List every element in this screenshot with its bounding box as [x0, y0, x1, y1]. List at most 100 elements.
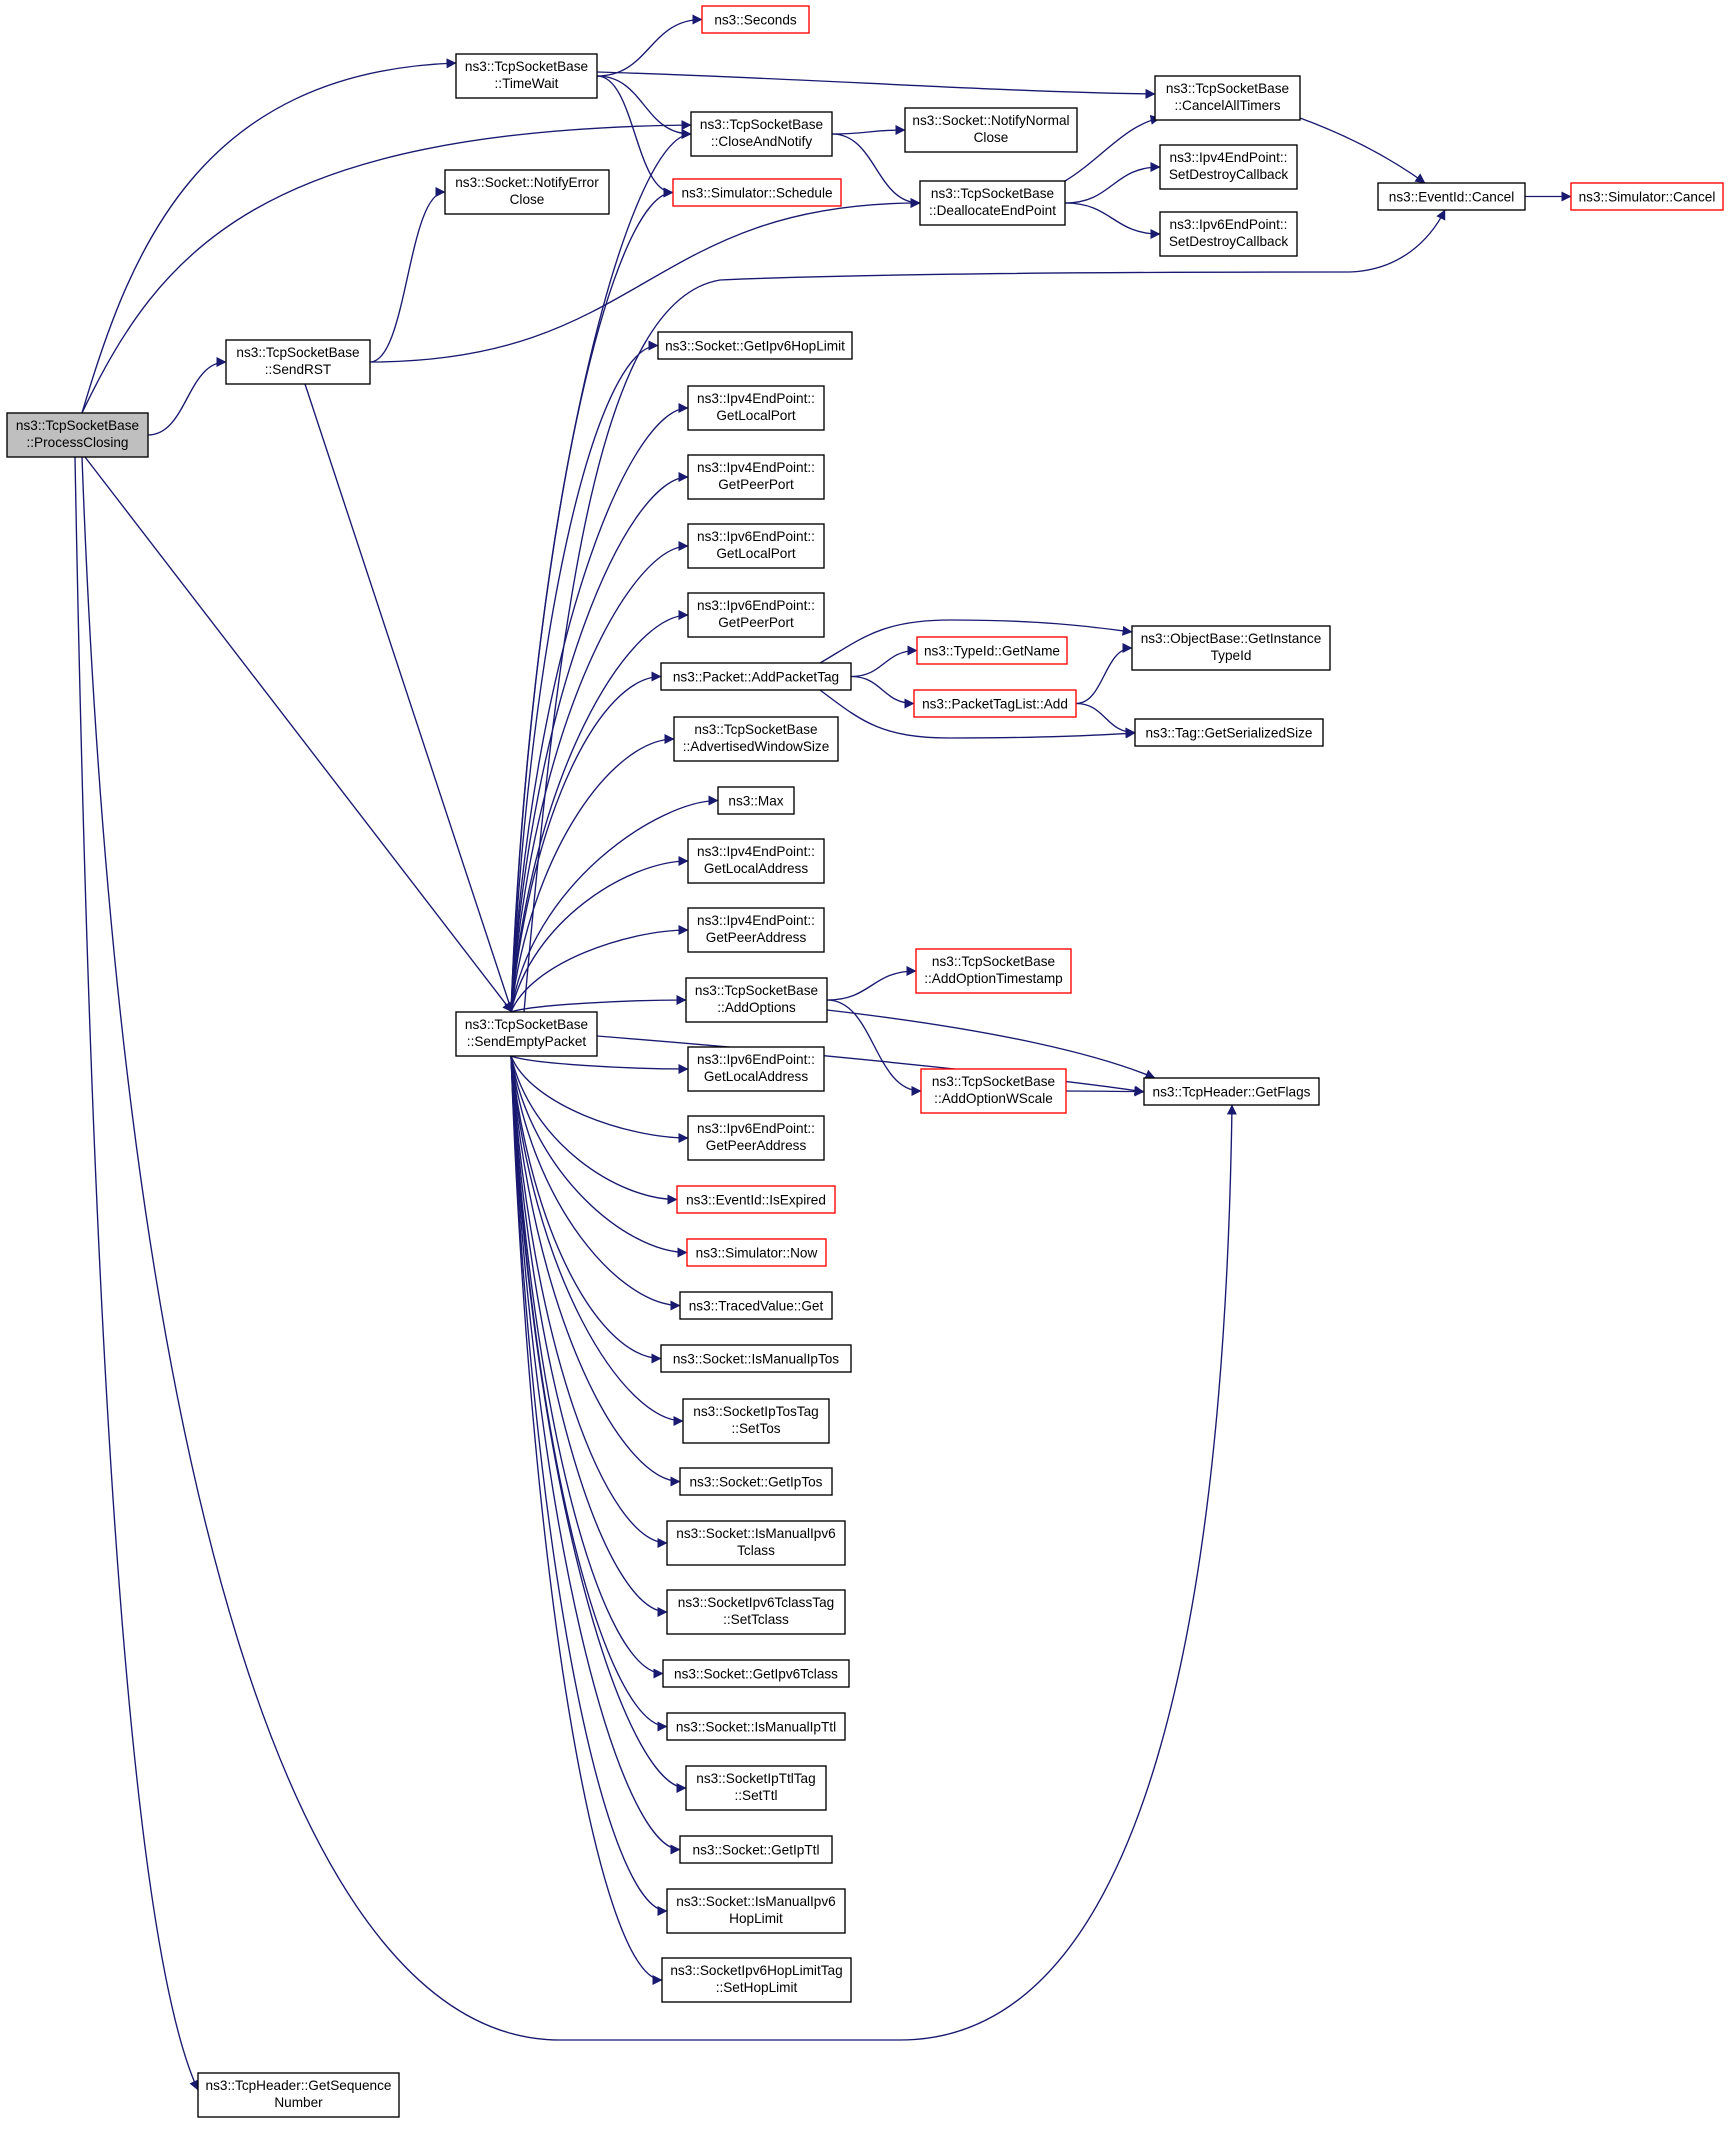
node-ipv4-get-local-port[interactable]: ns3::Ipv4EndPoint::GetLocalPort — [687, 385, 825, 431]
node-label-line: ::SendRST — [265, 362, 332, 377]
node-label-line: ns3::Socket::IsManualIpTos — [673, 1352, 839, 1367]
node-ipv6-set-destroy-callback[interactable]: ns3::Ipv6EndPoint::SetDestroyCallback — [1159, 211, 1298, 257]
node-label-line: GetPeerAddress — [706, 1138, 807, 1153]
node-get-ipv6-tclass[interactable]: ns3::Socket::GetIpv6Tclass — [662, 1659, 850, 1688]
node-ipv4-get-peer-port[interactable]: ns3::Ipv4EndPoint::GetPeerPort — [687, 454, 825, 500]
node-get-ipv6-hop-limit[interactable]: ns3::Socket::GetIpv6HopLimit — [657, 331, 853, 360]
node-box — [673, 716, 839, 762]
node-advertised-window-size[interactable]: ns3::TcpSocketBase::AdvertisedWindowSize — [673, 716, 839, 762]
node-get-ip-tos[interactable]: ns3::Socket::GetIpTos — [679, 1467, 833, 1496]
node-box — [687, 385, 825, 431]
node-deallocate-end-point[interactable]: ns3::TcpSocketBase::DeallocateEndPoint — [919, 180, 1066, 226]
node-label-line: ns3::TcpSocketBase — [465, 1017, 588, 1032]
node-label-line: ns3::TcpHeader::GetSequence — [206, 2078, 392, 2093]
node-label-line: SetDestroyCallback — [1169, 234, 1289, 249]
call-edge-send-empty-packet-to-set-ttl — [510, 1055, 687, 1793]
node-ipv4-set-destroy-callback[interactable]: ns3::Ipv4EndPoint::SetDestroyCallback — [1159, 144, 1298, 190]
node-send-rst[interactable]: ns3::TcpSocketBase::SendRST — [225, 339, 371, 385]
node-ipv6-get-peer-port[interactable]: ns3::Ipv6EndPoint::GetPeerPort — [687, 592, 825, 638]
node-label-line: ns3::Ipv6EndPoint:: — [697, 598, 815, 613]
node-label-line: ns3::Ipv6EndPoint:: — [697, 529, 815, 544]
node-now[interactable]: ns3::Simulator::Now — [686, 1238, 827, 1267]
node-label-line: ns3::Socket::GetIpv6HopLimit — [665, 339, 845, 354]
node-add-packet-tag[interactable]: ns3::Packet::AddPacketTag — [660, 662, 852, 691]
node-label-line: ::ProcessClosing — [27, 435, 129, 450]
node-event-id-cancel[interactable]: ns3::EventId::Cancel — [1377, 182, 1526, 211]
node-ipv6-get-local-port[interactable]: ns3::Ipv6EndPoint::GetLocalPort — [687, 523, 825, 569]
node-add-option-timestamp[interactable]: ns3::TcpSocketBase::AddOptionTimestamp — [915, 948, 1072, 994]
node-type-id-get-name[interactable]: ns3::TypeId::GetName — [916, 636, 1068, 665]
call-edge-send-empty-packet-to-close-and-notify — [510, 129, 692, 1013]
node-max[interactable]: ns3::Max — [717, 786, 795, 815]
node-label-line: ns3::Socket::NotifyNormal — [912, 113, 1069, 128]
node-label-line: ns3::TypeId::GetName — [924, 644, 1060, 659]
node-add-options[interactable]: ns3::TcpSocketBase::AddOptions — [685, 977, 828, 1023]
node-box — [1131, 625, 1331, 671]
node-label-line: ns3::EventId::Cancel — [1389, 190, 1514, 205]
node-set-ttl[interactable]: ns3::SocketIpTtlTag::SetTtl — [685, 1765, 827, 1811]
node-label-line: ns3::Socket::IsManualIpv6 — [676, 1526, 835, 1541]
node-label-line: ns3::TcpSocketBase — [695, 983, 818, 998]
node-box — [687, 454, 825, 500]
node-label-line: ::SetHopLimit — [716, 1980, 798, 1995]
node-box — [690, 111, 833, 157]
call-edge-add-options-to-add-option-timestamp — [826, 966, 917, 1001]
node-label-line: ns3::TcpSocketBase — [1166, 81, 1289, 96]
call-edge-send-empty-packet-to-ipv4-get-peer-port — [510, 472, 689, 1013]
node-close-and-notify[interactable]: ns3::TcpSocketBase::CloseAndNotify — [690, 111, 833, 157]
node-is-manual-ip-tos[interactable]: ns3::Socket::IsManualIpTos — [660, 1344, 852, 1373]
node-label-line: GetPeerPort — [718, 615, 794, 630]
call-edge-time-wait-to-cancel-all-timers — [596, 71, 1156, 99]
node-set-tos[interactable]: ns3::SocketIpTosTag::SetTos — [682, 1398, 830, 1444]
node-label-line: ns3::Simulator::Now — [696, 1246, 818, 1261]
node-ipv4-get-peer-address[interactable]: ns3::Ipv4EndPoint::GetPeerAddress — [687, 907, 825, 953]
node-traced-value-get[interactable]: ns3::TracedValue::Get — [679, 1291, 833, 1320]
call-edge-add-option-wscale-to-get-flags — [1065, 1086, 1145, 1097]
node-label-line: ns3::ObjectBase::GetInstance — [1141, 631, 1322, 646]
node-get-flags[interactable]: ns3::TcpHeader::GetFlags — [1143, 1077, 1320, 1106]
node-ipv6-get-peer-address[interactable]: ns3::Ipv6EndPoint::GetPeerAddress — [687, 1115, 825, 1161]
node-label-line: ns3::PacketTagList::Add — [922, 697, 1068, 712]
call-edge-process-closing-to-send-empty-packet — [84, 456, 513, 1013]
call-edge-send-empty-packet-to-set-tclass — [510, 1055, 668, 1617]
node-label-line: ns3::EventId::IsExpired — [686, 1193, 826, 1208]
node-add-option-wscale[interactable]: ns3::TcpSocketBase::AddOptionWScale — [920, 1068, 1067, 1114]
node-label-line: ns3::Socket::GetIpTos — [690, 1475, 823, 1490]
node-label-line: ns3::Ipv6EndPoint:: — [697, 1121, 815, 1136]
node-get-ip-ttl[interactable]: ns3::Socket::GetIpTtl — [679, 1835, 833, 1864]
call-edge-time-wait-to-schedule — [596, 75, 674, 198]
node-packet-tag-list-add[interactable]: ns3::PacketTagList::Add — [913, 689, 1077, 718]
call-edge-send-empty-packet-to-set-hop-limit — [510, 1055, 663, 1985]
node-set-hop-limit[interactable]: ns3::SocketIpv6HopLimitTag::SetHopLimit — [661, 1957, 852, 2003]
call-edge-add-packet-tag-to-type-id-get-name — [850, 645, 918, 678]
node-box — [444, 169, 610, 215]
node-label-line: ns3::SocketIpTtlTag — [696, 1771, 815, 1786]
node-tag-get-serialized-size[interactable]: ns3::Tag::GetSerializedSize — [1134, 718, 1324, 747]
node-ipv4-get-local-address[interactable]: ns3::Ipv4EndPoint::GetLocalAddress — [687, 838, 825, 884]
call-edge-send-rst-to-send-empty-packet — [304, 383, 514, 1013]
node-send-empty-packet[interactable]: ns3::TcpSocketBase::SendEmptyPacket — [455, 1011, 598, 1057]
node-box — [685, 1765, 827, 1811]
node-schedule[interactable]: ns3::Simulator::Schedule — [672, 178, 842, 207]
node-box — [682, 1398, 830, 1444]
node-box — [1159, 144, 1298, 190]
node-is-expired[interactable]: ns3::EventId::IsExpired — [676, 1185, 836, 1214]
node-label-line: ns3::Socket::GetIpv6Tclass — [674, 1667, 838, 1682]
node-label-line: ns3::TcpSocketBase — [931, 186, 1054, 201]
node-set-tclass[interactable]: ns3::SocketIpv6TclassTag::SetTclass — [666, 1589, 846, 1635]
node-cancel-all-timers[interactable]: ns3::TcpSocketBase::CancelAllTimers — [1154, 75, 1301, 121]
node-is-manual-ip-ttl[interactable]: ns3::Socket::IsManualIpTtl — [666, 1712, 846, 1741]
node-label-line: ::SendEmptyPacket — [467, 1034, 587, 1049]
node-time-wait[interactable]: ns3::TcpSocketBase::TimeWait — [455, 53, 598, 99]
node-seconds[interactable]: ns3::Seconds — [701, 5, 810, 34]
node-label-line: ns3::TracedValue::Get — [689, 1299, 824, 1314]
node-box — [1143, 1077, 1320, 1106]
node-ipv6-get-local-address[interactable]: ns3::Ipv6EndPoint::GetLocalAddress — [687, 1046, 825, 1092]
node-simulator-cancel[interactable]: ns3::Simulator::Cancel — [1570, 182, 1724, 211]
